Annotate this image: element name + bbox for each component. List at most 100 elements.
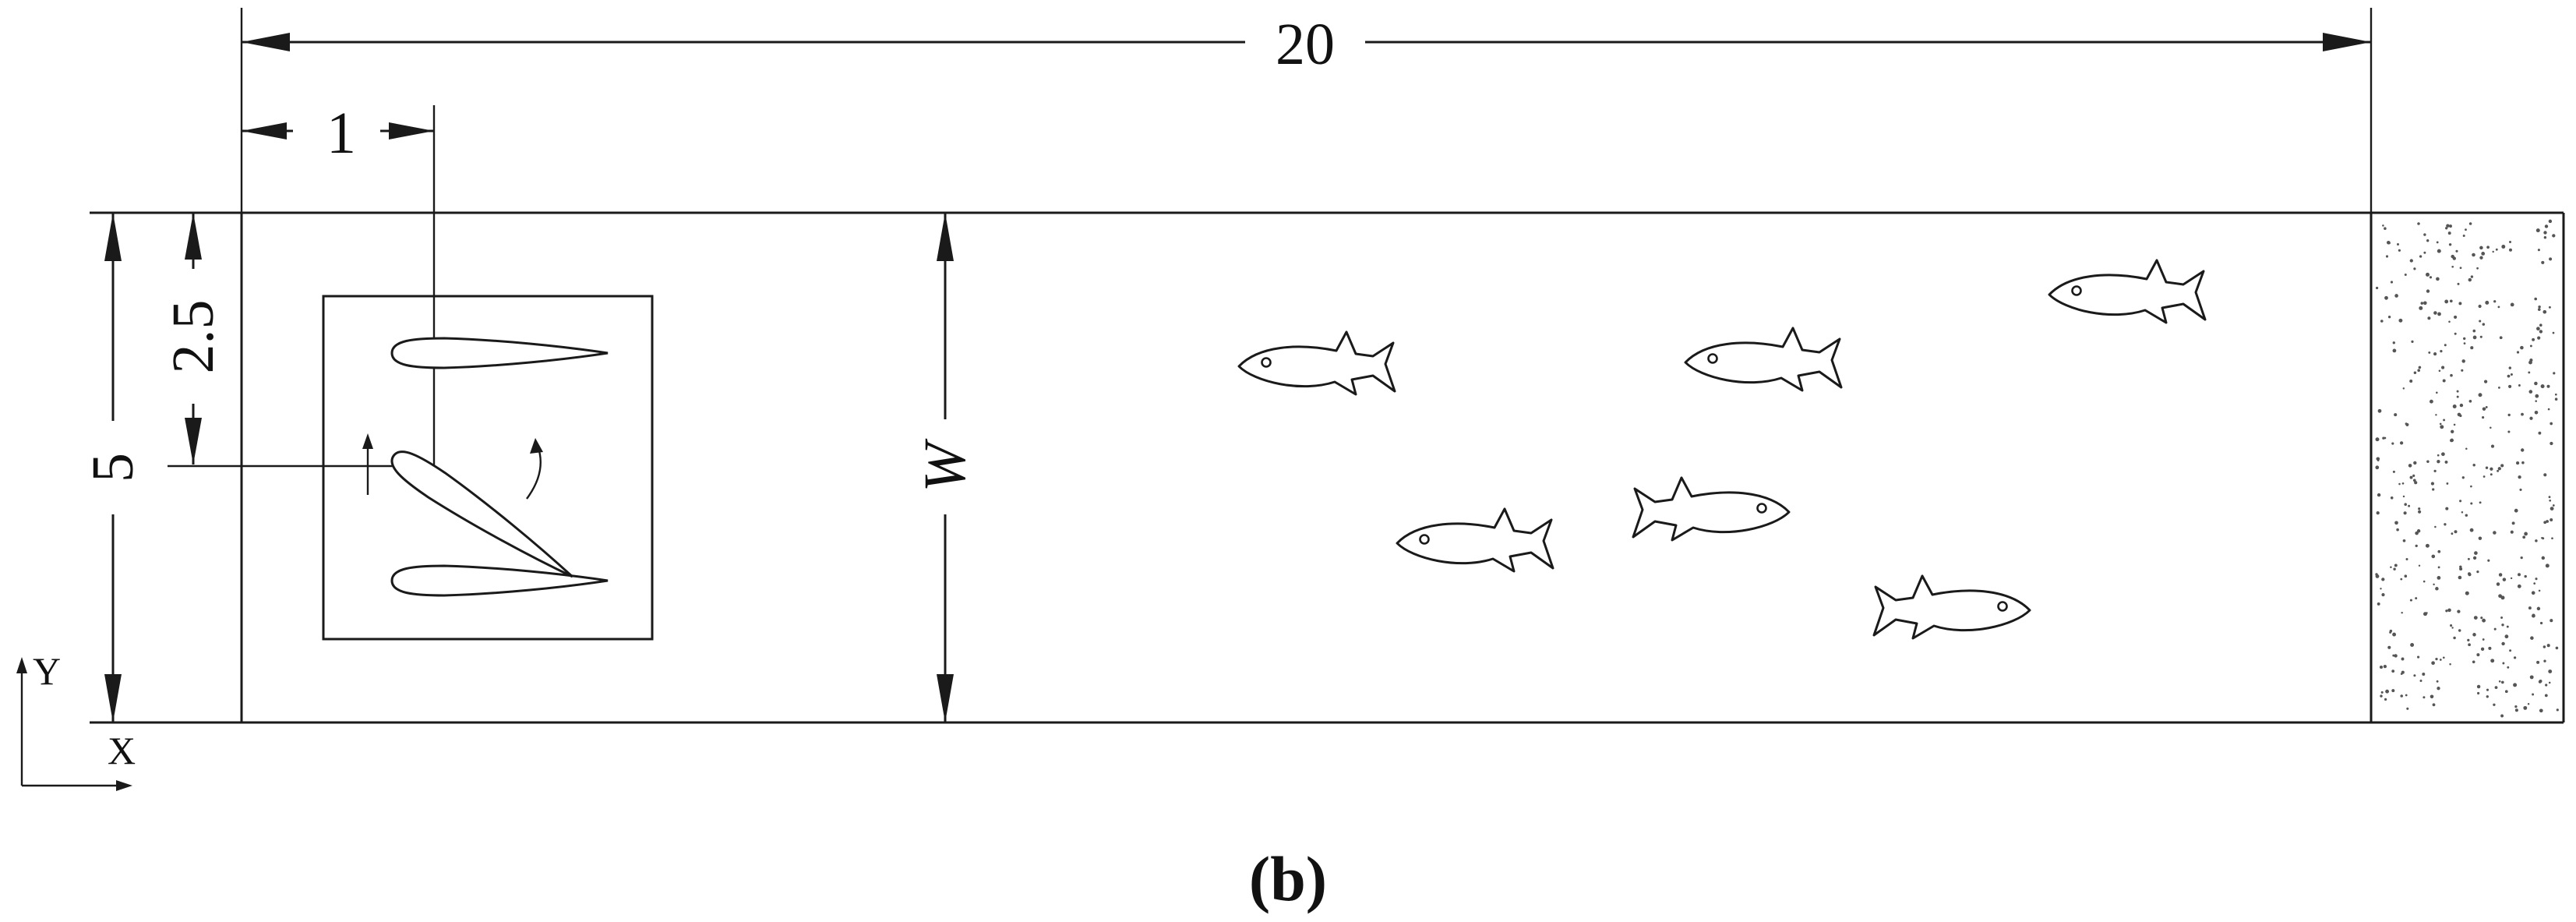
speckle-dot bbox=[2457, 412, 2461, 417]
speckle-dot bbox=[2522, 535, 2526, 539]
speckle-dot bbox=[2476, 267, 2479, 270]
speckle-dot bbox=[2449, 224, 2452, 228]
speckle-dot bbox=[2422, 580, 2426, 583]
speckle-dot bbox=[2507, 430, 2511, 433]
speckle-dot bbox=[2409, 475, 2413, 479]
speckle-dot bbox=[2408, 464, 2412, 468]
speckle-dot bbox=[2387, 645, 2391, 649]
speckle-dot bbox=[2538, 589, 2541, 592]
offset-y-label: 2.5 bbox=[161, 300, 226, 374]
speckle-dot bbox=[2549, 499, 2552, 502]
speckle-dot bbox=[2551, 537, 2553, 540]
speckle-dot bbox=[2520, 345, 2524, 350]
speckle-dot bbox=[2483, 380, 2488, 383]
speckle-dot bbox=[2519, 488, 2522, 491]
speckle-dot bbox=[2445, 227, 2448, 230]
speckle-dot bbox=[2401, 482, 2405, 485]
speckle-dot bbox=[2468, 643, 2471, 647]
speckle-dot bbox=[2532, 337, 2535, 341]
speckle-dot bbox=[2380, 694, 2383, 698]
speckle-dot bbox=[2461, 369, 2464, 372]
speckle-dot bbox=[2543, 659, 2546, 662]
speckle-dot bbox=[2413, 267, 2416, 270]
speckle-dot bbox=[2380, 691, 2384, 694]
speckle-dot bbox=[2375, 573, 2378, 576]
speckle-dot bbox=[2518, 475, 2521, 479]
speckle-dot bbox=[2521, 412, 2524, 416]
speckle-dot bbox=[2518, 384, 2521, 387]
coordinate-axes: Y X bbox=[16, 649, 136, 791]
speckle-dot bbox=[2419, 680, 2422, 682]
speckle-dot bbox=[2472, 633, 2476, 637]
speckle-dot bbox=[2451, 254, 2454, 259]
speckle-dot bbox=[2447, 231, 2451, 235]
speckle-dot bbox=[2472, 335, 2477, 340]
speckle-dot bbox=[2468, 222, 2472, 225]
speckle-dot bbox=[2517, 573, 2521, 577]
speckle-dot bbox=[2432, 703, 2436, 707]
speckle-dot bbox=[2510, 373, 2513, 376]
upper-foil bbox=[390, 337, 609, 369]
speckle-dot bbox=[2392, 348, 2397, 353]
speckle-dot bbox=[2392, 632, 2397, 637]
speckle-dot bbox=[2490, 426, 2492, 429]
speckle-dot bbox=[2508, 384, 2512, 388]
speckle-dot bbox=[2550, 441, 2553, 446]
speckle-dot bbox=[2417, 222, 2420, 225]
speckle-dot bbox=[2435, 414, 2437, 416]
speckle-dot bbox=[2496, 582, 2500, 586]
speckle-dot bbox=[2468, 399, 2472, 403]
speckle-dot bbox=[2380, 588, 2382, 590]
speckle-dot bbox=[2553, 372, 2556, 375]
speckle-dot bbox=[2485, 466, 2489, 469]
speckle-dot bbox=[2450, 438, 2454, 443]
speckle-dot bbox=[2502, 662, 2505, 665]
speckle-dot bbox=[2500, 680, 2504, 684]
speckle-dot bbox=[2376, 510, 2380, 515]
speckle-dot bbox=[2426, 289, 2430, 293]
speckle-dot bbox=[2422, 673, 2426, 676]
fish-icon bbox=[1872, 574, 2031, 640]
speckle-dot bbox=[2470, 485, 2472, 488]
speckle-dot bbox=[2490, 659, 2495, 663]
speckle-dot bbox=[2408, 504, 2411, 507]
arrowhead-down-icon bbox=[185, 418, 202, 465]
offset-x-label: 1 bbox=[326, 101, 356, 166]
width-total-label: 5 bbox=[80, 453, 146, 482]
speckle-dot bbox=[2411, 340, 2414, 343]
speckle-dot bbox=[2550, 518, 2553, 522]
fish-icon bbox=[1396, 507, 1554, 573]
speckle-dot bbox=[2450, 624, 2453, 627]
speckle-dot bbox=[2550, 422, 2553, 426]
speckle-dot bbox=[2418, 510, 2422, 514]
offset-y-dimension: 2.5 bbox=[161, 213, 226, 465]
speckle-dot bbox=[2497, 306, 2500, 309]
speckle-dot bbox=[2538, 305, 2541, 309]
speckle-dot bbox=[2405, 422, 2408, 426]
speckle-dot bbox=[2550, 507, 2554, 511]
speckle-dot bbox=[2438, 369, 2441, 373]
speckle-dot bbox=[2436, 277, 2440, 281]
speckle-dot bbox=[2468, 572, 2471, 576]
speckle-dot bbox=[2497, 467, 2501, 471]
speckle-dot bbox=[2535, 578, 2538, 581]
speckle-dot bbox=[2394, 654, 2398, 658]
speckle-dot bbox=[2381, 593, 2385, 597]
speckle-dot bbox=[2451, 532, 2454, 535]
speckle-dot bbox=[2422, 696, 2426, 699]
speckle-dot bbox=[2401, 611, 2403, 614]
speckle-dot bbox=[2492, 250, 2494, 253]
speckle-dot bbox=[2442, 379, 2446, 383]
speckle-dot bbox=[2441, 366, 2445, 369]
speckle-dot bbox=[2535, 400, 2537, 402]
speckle-dot bbox=[2437, 687, 2440, 691]
y-axis-label: Y bbox=[33, 649, 61, 693]
speckle-dot bbox=[2450, 373, 2453, 377]
speckle-dot bbox=[2537, 249, 2540, 252]
x-axis-label: X bbox=[108, 729, 136, 772]
speckle-dot bbox=[2541, 260, 2545, 264]
speckle-dot bbox=[2486, 688, 2490, 691]
length-dimension: 20 bbox=[240, 8, 2373, 214]
speckle-dot bbox=[2451, 627, 2454, 629]
